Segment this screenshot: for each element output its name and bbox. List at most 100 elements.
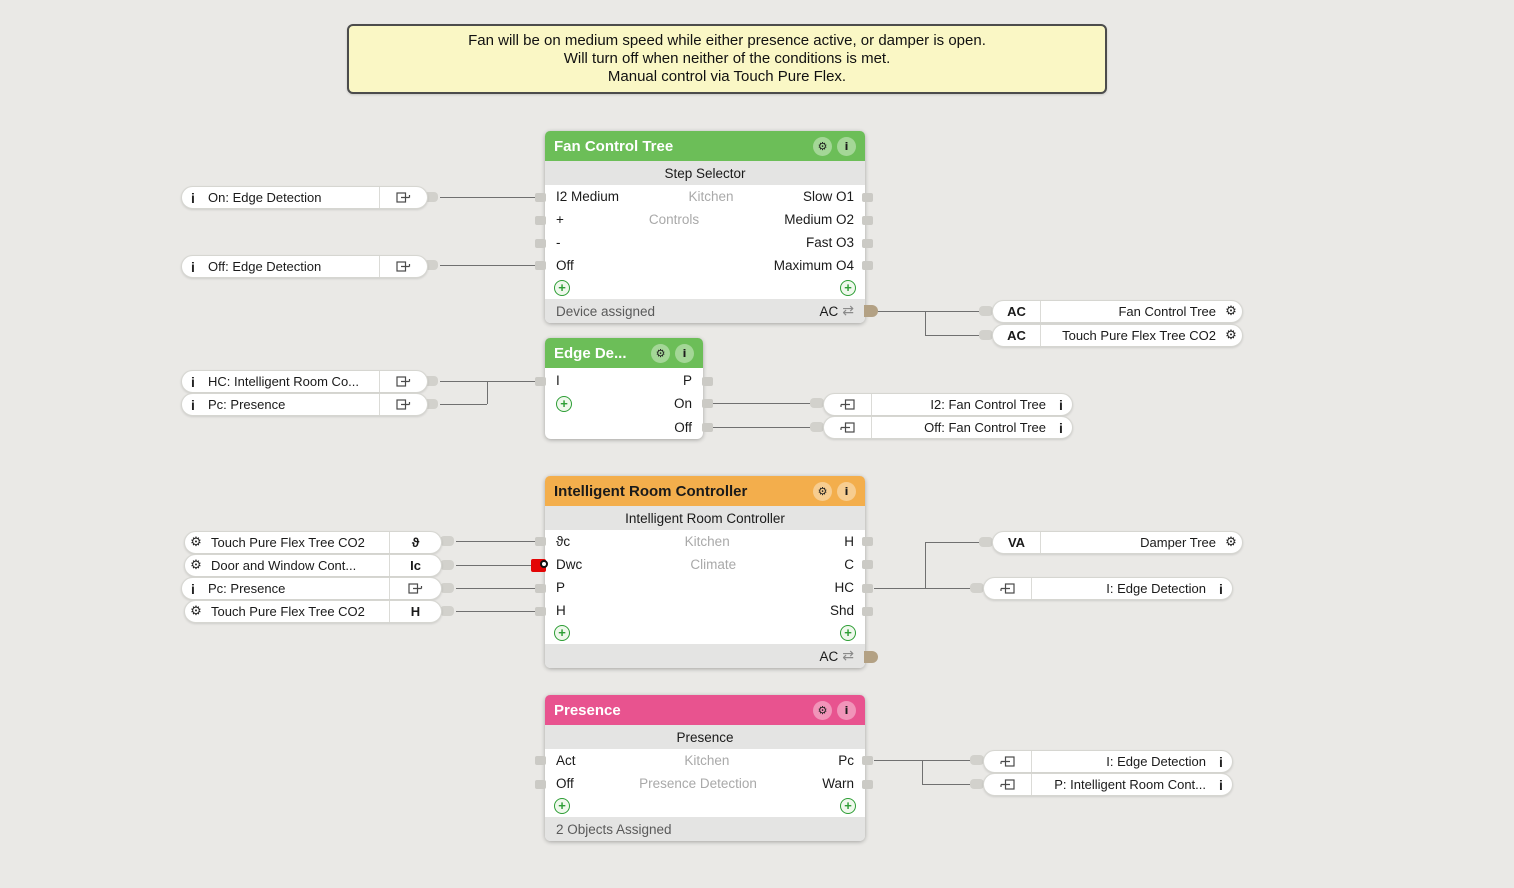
output-ref-va-damper-tree[interactable]: VA Damper Tree ⚙ (992, 531, 1243, 554)
input-label[interactable]: ϑc (556, 534, 571, 549)
input-label[interactable]: P (556, 580, 566, 595)
output-label[interactable]: Pc (838, 753, 854, 768)
gear-icon[interactable]: ⚙ (813, 481, 832, 501)
info-icon[interactable]: i (191, 580, 195, 597)
info-icon[interactable]: i (1059, 419, 1063, 436)
input-ref-off-edge-detection[interactable]: i Off: Edge Detection (181, 255, 428, 278)
output-ref-i-edge-detection-irc[interactable]: I: Edge Detection i (983, 577, 1233, 600)
output-connector[interactable] (862, 607, 873, 616)
ac-connector[interactable] (864, 651, 878, 663)
input-label[interactable]: H (556, 603, 566, 618)
input-ref-on-edge-detection[interactable]: i On: Edge Detection (181, 186, 428, 209)
add-input-button[interactable]: + (554, 280, 570, 296)
output-label[interactable]: On (673, 396, 692, 411)
input-connector[interactable] (535, 239, 546, 248)
pill-connector[interactable] (440, 536, 454, 546)
input-ref-door-window-controller[interactable]: ⚙ Door and Window Cont... Ic (184, 554, 442, 577)
pill-connector[interactable] (979, 330, 993, 340)
input-connector[interactable] (535, 216, 546, 225)
info-icon[interactable]: i (191, 189, 195, 206)
output-label[interactable]: Maximum O4 (773, 258, 854, 273)
input-ref-hc-intelligent-room-controller[interactable]: i HC: Intelligent Room Co... (181, 370, 428, 393)
input-ref-touch-pure-flex-co2-temp[interactable]: ⚙ Touch Pure Flex Tree CO2 ϑ (184, 531, 442, 554)
gear-icon[interactable]: ⚙ (1225, 328, 1237, 343)
output-label[interactable]: Shd (829, 603, 854, 618)
output-connector[interactable] (862, 261, 873, 270)
output-label[interactable]: Warn (822, 776, 854, 791)
block-header[interactable]: Edge De... ⚙ i (545, 338, 703, 368)
info-icon[interactable]: i (837, 700, 856, 720)
input-label[interactable]: + (556, 212, 564, 227)
ac-connector[interactable] (864, 305, 878, 317)
output-ref-ac-fan-control-tree[interactable]: AC Fan Control Tree ⚙ (992, 300, 1243, 323)
pill-connector[interactable] (424, 399, 438, 409)
pill-connector[interactable] (440, 583, 454, 593)
gear-icon[interactable]: ⚙ (1225, 535, 1237, 550)
output-connector[interactable] (862, 216, 873, 225)
pill-connector[interactable] (440, 560, 454, 570)
pill-connector[interactable] (424, 192, 438, 202)
gear-icon[interactable]: ⚙ (190, 604, 202, 619)
pill-connector[interactable] (424, 260, 438, 270)
input-label[interactable]: - (556, 235, 561, 250)
input-ref-touch-pure-flex-co2-h[interactable]: ⚙ Touch Pure Flex Tree CO2 H (184, 600, 442, 623)
output-connector[interactable] (702, 377, 713, 386)
input-connector[interactable] (535, 607, 546, 616)
pill-connector[interactable] (810, 398, 824, 408)
output-connector[interactable] (702, 399, 713, 408)
info-icon[interactable]: i (1219, 776, 1223, 793)
output-connector[interactable] (862, 756, 873, 765)
input-connector[interactable] (535, 377, 546, 386)
input-connector[interactable] (535, 193, 546, 202)
output-ref-ac-touch-pure-flex-co2[interactable]: AC Touch Pure Flex Tree CO2 ⚙ (992, 324, 1243, 347)
output-connector[interactable] (862, 239, 873, 248)
output-connector[interactable] (862, 584, 873, 593)
info-icon[interactable]: i (1219, 580, 1223, 597)
add-output-button[interactable]: + (840, 625, 856, 641)
pill-connector[interactable] (970, 583, 984, 593)
output-label[interactable]: HC (834, 580, 855, 595)
pill-connector[interactable] (810, 422, 824, 432)
input-ref-pc-presence[interactable]: i Pc: Presence (181, 393, 428, 416)
info-icon[interactable]: i (1219, 753, 1223, 770)
pill-connector[interactable] (979, 306, 993, 316)
info-icon[interactable]: i (675, 343, 694, 363)
add-input-button[interactable]: + (554, 798, 570, 814)
block-header[interactable]: Intelligent Room Controller ⚙ i (545, 476, 865, 506)
input-label[interactable]: Dwc (556, 557, 583, 572)
output-connector[interactable] (862, 560, 873, 569)
pill-connector[interactable] (440, 606, 454, 616)
ac-label[interactable]: AC (819, 648, 839, 664)
output-label[interactable]: Medium O2 (784, 212, 854, 227)
output-ref-p-intelligent-room-controller[interactable]: P: Intelligent Room Cont... i (983, 773, 1233, 796)
output-ref-i2-fan-control-tree[interactable]: I2: Fan Control Tree i (823, 393, 1073, 416)
output-label[interactable]: H (844, 534, 854, 549)
info-icon[interactable]: i (191, 258, 195, 275)
output-ref-off-fan-control-tree[interactable]: Off: Fan Control Tree i (823, 416, 1073, 439)
output-label[interactable]: C (844, 557, 854, 572)
info-icon[interactable]: i (191, 396, 195, 413)
pill-connector[interactable] (970, 755, 984, 765)
gear-icon[interactable]: ⚙ (813, 136, 832, 156)
input-connector[interactable] (535, 584, 546, 593)
output-connector[interactable] (862, 780, 873, 789)
block-header[interactable]: Fan Control Tree ⚙ i (545, 131, 865, 161)
input-label[interactable]: Act (556, 753, 576, 768)
add-output-button[interactable]: + (840, 798, 856, 814)
gear-icon[interactable]: ⚙ (651, 343, 670, 363)
add-output-button[interactable]: + (840, 280, 856, 296)
output-ref-i-edge-detection-presence[interactable]: I: Edge Detection i (983, 750, 1233, 773)
comment-box[interactable]: Fan will be on medium speed while either… (347, 24, 1107, 94)
info-icon[interactable]: i (1059, 396, 1063, 413)
input-connector[interactable] (535, 780, 546, 789)
block-header[interactable]: Presence ⚙ i (545, 695, 865, 725)
output-connector[interactable] (862, 193, 873, 202)
input-label[interactable]: Off (556, 258, 574, 273)
input-label[interactable]: I (556, 372, 560, 388)
output-label[interactable]: Off (674, 419, 692, 435)
add-input-button[interactable]: + (554, 625, 570, 641)
info-icon[interactable]: i (837, 481, 856, 501)
info-icon[interactable]: i (837, 136, 856, 156)
input-connector[interactable] (535, 261, 546, 270)
input-label[interactable]: I2 Medium (556, 189, 620, 204)
